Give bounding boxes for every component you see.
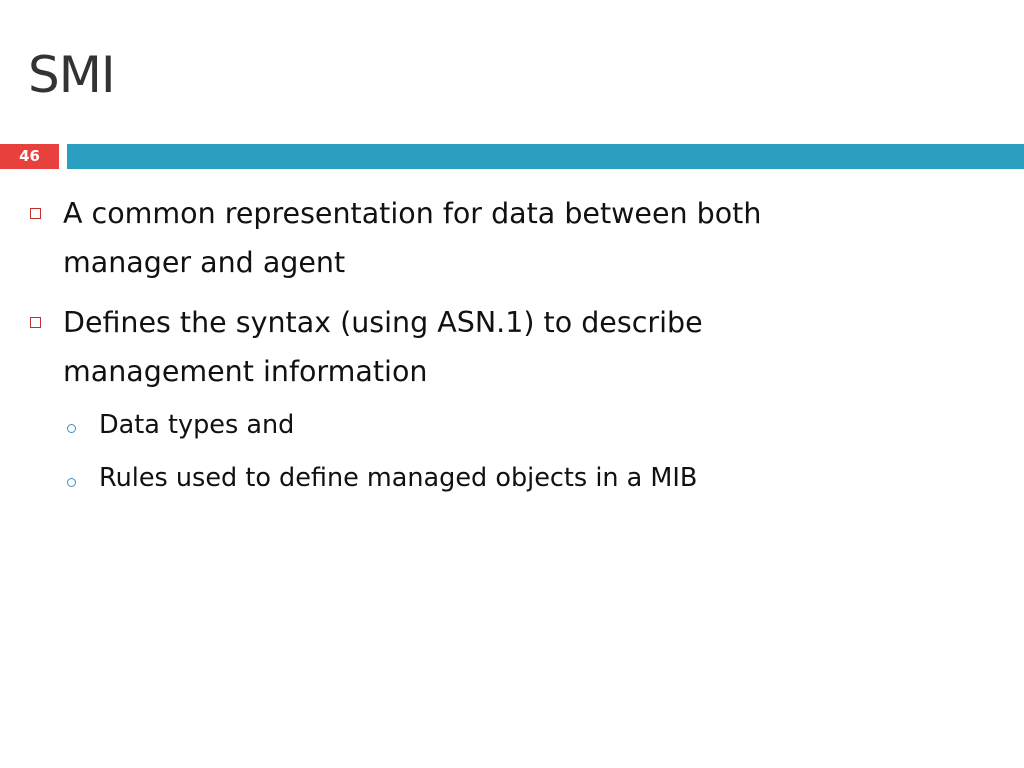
square-bullet-icon xyxy=(30,317,41,328)
slide-title: SMI xyxy=(28,46,116,104)
bullet-item: A common representation for data between… xyxy=(63,189,963,287)
title-accent-bar xyxy=(67,144,1024,169)
bullet-line: A common representation for data between… xyxy=(63,197,762,230)
circle-bullet-icon xyxy=(67,478,76,487)
sub-bullet-item: Rules used to define managed objects in … xyxy=(99,463,698,493)
bullet-line: Defines the syntax (using ASN.1) to desc… xyxy=(63,306,703,339)
circle-bullet-icon xyxy=(67,424,76,433)
sub-bullet-item: Data types and xyxy=(99,410,295,440)
accent-bar-fill xyxy=(67,144,1024,169)
bullet-line: manager and agent xyxy=(63,246,346,279)
square-bullet-icon xyxy=(30,208,41,219)
bullet-item: Defines the syntax (using ASN.1) to desc… xyxy=(63,298,963,396)
slide-number-badge: 46 xyxy=(0,144,59,169)
bullet-line: management information xyxy=(63,355,428,388)
